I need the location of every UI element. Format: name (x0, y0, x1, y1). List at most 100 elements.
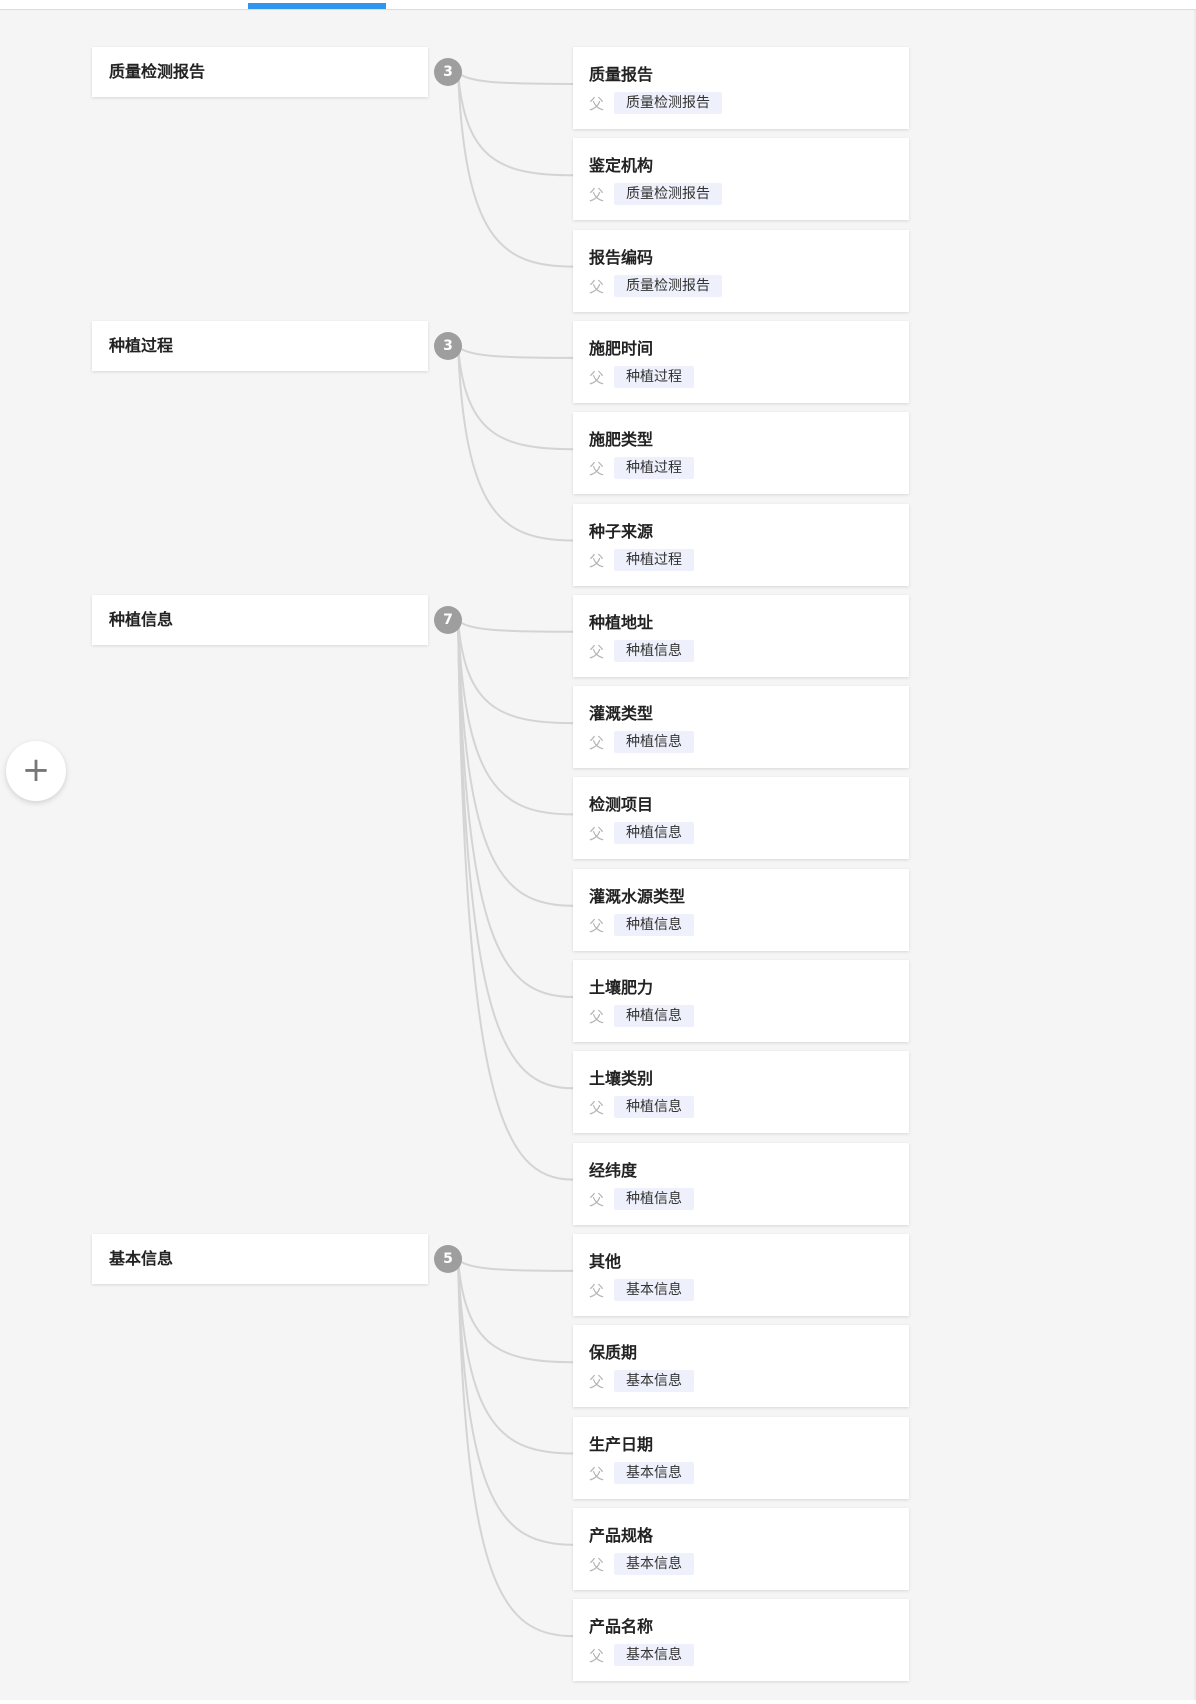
bottom-border (0, 1700, 1196, 1704)
field-title: 施肥时间 (589, 338, 654, 358)
child-count-badge[interactable]: 3 (434, 331, 462, 360)
child-count-badge[interactable]: 3 (434, 58, 462, 86)
field-title: 土壤肥力 (589, 978, 654, 997)
parent-icon: 父 (589, 460, 605, 479)
field-title: 鉴定机构 (589, 156, 654, 176)
field-title: 生产日期 (589, 1434, 654, 1454)
field-title: 其他 (589, 1251, 622, 1271)
field-card[interactable]: 种子来源父种植过程 (573, 503, 909, 586)
link-line (457, 345, 574, 451)
field-card[interactable]: 施肥类型父种植过程 (573, 412, 909, 495)
field-card[interactable]: 其他父基本信息 (573, 1233, 909, 1316)
parent-tag: 种植过程 (614, 457, 694, 480)
field-card[interactable]: 施肥时间父种植过程 (573, 320, 909, 403)
plus-icon: + (21, 750, 51, 790)
top-tab-bar (0, 0, 1196, 10)
field-card[interactable]: 土壤肥力父种植信息 (573, 960, 909, 1042)
parent-icon: 父 (589, 1647, 605, 1666)
parent-tag: 基本信息 (614, 1278, 694, 1301)
parent-icon: 父 (589, 186, 605, 205)
parent-icon: 父 (589, 1281, 605, 1300)
parent-icon: 父 (589, 642, 605, 661)
child-count-badge[interactable]: 5 (434, 1244, 462, 1273)
field-card[interactable]: 土壤类别父种植信息 (573, 1051, 909, 1134)
parent-tag: 种植过程 (614, 548, 694, 571)
parent-icon: 父 (589, 277, 605, 296)
field-card[interactable]: 质量报告父质量检测报告 (573, 47, 909, 129)
field-title: 灌溉类型 (589, 704, 654, 724)
add-button[interactable]: + (6, 741, 66, 801)
link-line (457, 345, 574, 542)
link-line (457, 1258, 574, 1272)
parent-icon: 父 (589, 1464, 605, 1483)
link-line (457, 1258, 574, 1638)
parent-tag: 种植信息 (614, 1005, 694, 1027)
parent-tag: 基本信息 (614, 1552, 694, 1575)
parent-tag: 质量检测报告 (614, 183, 722, 206)
parent-icon: 父 (589, 1190, 605, 1209)
right-border (1194, 10, 1196, 1700)
field-card[interactable]: 种植地址父种植信息 (573, 594, 909, 677)
active-tab-indicator[interactable] (248, 3, 386, 9)
parent-icon: 父 (589, 368, 605, 387)
group-card[interactable]: 种植信息 (92, 594, 428, 645)
field-card[interactable]: 鉴定机构父质量检测报告 (573, 138, 909, 221)
parent-tag: 质量检测报告 (614, 92, 722, 114)
link-line (457, 1258, 574, 1455)
link-line (457, 1258, 574, 1546)
parent-tag: 种植信息 (614, 1096, 694, 1119)
parent-tag: 种植信息 (614, 639, 694, 662)
parent-tag: 基本信息 (614, 1461, 694, 1484)
group-card[interactable]: 质量检测报告 (92, 47, 428, 97)
parent-tag: 基本信息 (614, 1370, 694, 1393)
field-title: 施肥类型 (589, 430, 654, 450)
field-title: 质量报告 (589, 65, 654, 84)
field-card[interactable]: 灌溉水源类型父种植信息 (573, 868, 909, 951)
child-count-badge[interactable]: 7 (434, 605, 462, 634)
field-card[interactable]: 经纬度父种植信息 (573, 1142, 909, 1225)
link-line (457, 71, 574, 177)
field-card[interactable]: 检测项目父种植信息 (573, 777, 909, 860)
parent-icon: 父 (589, 1008, 605, 1026)
link-line (457, 71, 574, 85)
link-line (457, 345, 574, 359)
field-title: 检测项目 (589, 795, 654, 815)
link-line (457, 619, 574, 816)
group-card[interactable]: 种植过程 (92, 320, 428, 371)
parent-tag: 基本信息 (614, 1644, 694, 1667)
parent-icon: 父 (589, 1555, 605, 1574)
parent-icon: 父 (589, 916, 605, 935)
link-line (457, 619, 574, 907)
link-line (457, 619, 574, 998)
field-card[interactable]: 产品名称父基本信息 (573, 1599, 909, 1682)
field-card[interactable]: 灌溉类型父种植信息 (573, 686, 909, 769)
parent-icon: 父 (589, 1373, 605, 1392)
field-card[interactable]: 报告编码父质量检测报告 (573, 229, 909, 312)
parent-tag: 种植信息 (614, 822, 694, 845)
parent-tag: 质量检测报告 (614, 274, 722, 297)
field-title: 土壤类别 (589, 1069, 654, 1089)
field-card[interactable]: 产品规格父基本信息 (573, 1507, 909, 1590)
group-card[interactable]: 基本信息 (92, 1233, 428, 1284)
parent-icon: 父 (589, 95, 605, 113)
link-line (457, 619, 574, 1090)
parent-tag: 种植信息 (614, 731, 694, 754)
parent-icon: 父 (589, 825, 605, 844)
parent-tag: 种植信息 (614, 1187, 694, 1210)
field-card[interactable]: 生产日期父基本信息 (573, 1416, 909, 1499)
field-title: 保质期 (589, 1343, 638, 1363)
link-line (457, 619, 574, 1181)
parent-tag: 种植信息 (614, 913, 694, 936)
link-line (457, 619, 574, 633)
link-line (457, 71, 574, 268)
field-card[interactable]: 保质期父基本信息 (573, 1325, 909, 1408)
link-line (457, 619, 574, 725)
field-title: 产品规格 (589, 1525, 654, 1545)
field-title: 灌溉水源类型 (589, 886, 686, 906)
parent-tag: 种植过程 (614, 365, 694, 388)
parent-icon: 父 (589, 734, 605, 753)
field-title: 种植地址 (589, 612, 654, 632)
parent-icon: 父 (589, 551, 605, 570)
field-title: 报告编码 (589, 247, 654, 267)
